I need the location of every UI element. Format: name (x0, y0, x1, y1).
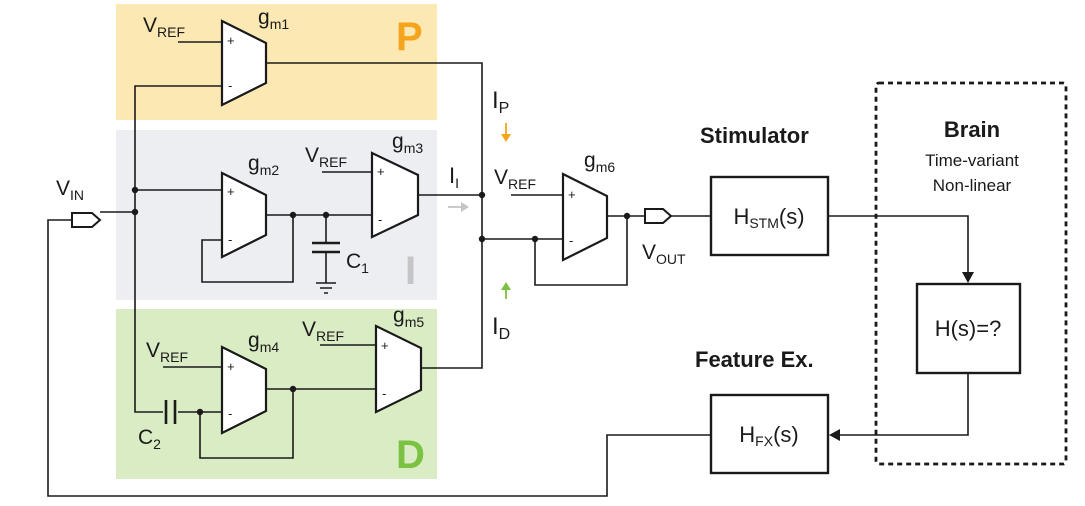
gm5-label: gm5 (393, 304, 424, 330)
c1-label: C1 (346, 250, 369, 276)
brain-model-block (915, 282, 1022, 375)
ip-label: IP (492, 87, 509, 117)
d-region-label: D (396, 433, 425, 477)
c2-label: C2 (138, 426, 161, 452)
vin-label: VIN (56, 177, 84, 203)
junction-dot (289, 385, 297, 393)
i-region-label: I (405, 249, 416, 293)
junction-dot (531, 235, 539, 243)
feature-extractor-block (709, 393, 830, 475)
id-arrow (501, 282, 511, 299)
gm5-plus-sign: + (381, 338, 389, 353)
amplifier-gm2: + - (220, 171, 268, 259)
arrowhead-into-brain (962, 272, 974, 283)
junction-dots (131, 186, 631, 416)
system-labels: Stimulator HSTM(s) Brain Time-variant No… (695, 117, 1019, 449)
amplifier-gm1: + - (220, 19, 268, 107)
arrowhead-into-feature (829, 429, 840, 441)
gm2-minus-sign: - (228, 232, 232, 247)
ip-arrow (501, 123, 511, 142)
stimulator-block (709, 175, 830, 257)
junction-dot (289, 211, 297, 219)
p-region-label: P (396, 15, 423, 59)
gm3-plus-sign: + (377, 164, 385, 179)
feature-function: HFX(s) (739, 422, 798, 449)
amplifier-gm3: + - (370, 151, 420, 239)
wire-gm4-feedback (199, 389, 294, 459)
gm6-label: gm6 (584, 149, 615, 175)
capacitor-c1 (312, 241, 340, 254)
wire-to-c2 (134, 212, 163, 413)
wiring (47, 41, 969, 497)
amplifier-gm4: + - (220, 345, 268, 435)
vout-port (644, 208, 673, 224)
vref-label-gm4: VREF (146, 339, 188, 365)
p-region (116, 4, 437, 120)
vref-label-gm3: VREF (305, 144, 347, 170)
amplifier-gm5: + - (374, 324, 423, 414)
ii-label: II (449, 163, 459, 191)
wire-feature-return (47, 219, 711, 497)
junction-dot (478, 191, 486, 199)
gm1-plus-sign: + (227, 33, 235, 48)
stimulator-title: Stimulator (700, 123, 809, 148)
wire-brain-feature (840, 373, 969, 436)
capacitor-c2 (164, 400, 177, 424)
ii-arrow (448, 202, 469, 212)
gm1-label: gm1 (258, 6, 289, 32)
vin-port (71, 212, 102, 228)
gm4-plus-sign: + (227, 359, 235, 374)
id-label: ID (492, 313, 510, 343)
circuit-labels: VREF gm1 gm2 VREF gm3 C1 VREF gm4 VREF g… (56, 6, 686, 452)
brain-boundary (874, 81, 1068, 466)
gm3-minus-sign: - (378, 212, 382, 227)
gm2-plus-sign: + (227, 184, 235, 199)
vref-label-gm1: VREF (143, 14, 185, 40)
vref-label-gm5: VREF (302, 318, 344, 344)
brain-title: Brain (944, 117, 1000, 142)
junction-dot (131, 186, 139, 194)
gm6-plus-sign: + (568, 187, 576, 202)
wire-sum-node (481, 195, 563, 240)
junction-dot (131, 208, 139, 216)
junction-dot (623, 212, 631, 220)
gm4-label: gm4 (248, 329, 279, 355)
brain-subtitle-2: Non-linear (933, 176, 1012, 195)
wire-stim-brain (828, 215, 969, 272)
stimulator-function: HSTM(s) (733, 204, 804, 231)
wire-gm1-out (266, 62, 483, 195)
brain-function: H(s)=? (935, 316, 1002, 341)
junction-dot (478, 235, 486, 243)
junction-dot (196, 408, 204, 416)
gm6-minus-sign: - (569, 233, 573, 248)
wire-gm1-minus (134, 85, 222, 212)
wire-gm5-out (421, 239, 483, 369)
feature-title: Feature Ex. (695, 347, 814, 372)
vout-label: VOUT (642, 241, 686, 267)
amplifier-gm6: + - (561, 172, 609, 262)
gm2-label: gm2 (248, 152, 279, 178)
gm3-label: gm3 (392, 130, 423, 156)
gm4-minus-sign: - (228, 406, 232, 421)
wire-gm6-feedback (534, 216, 628, 286)
gm1-minus-sign: - (228, 78, 232, 93)
ground-symbol (316, 282, 336, 294)
wire-gm2-feedback (201, 215, 294, 283)
brain-subtitle-1: Time-variant (925, 151, 1019, 170)
vref-label-gm6: VREF (494, 166, 536, 192)
junction-dot (322, 211, 330, 219)
gm5-minus-sign: - (382, 386, 386, 401)
